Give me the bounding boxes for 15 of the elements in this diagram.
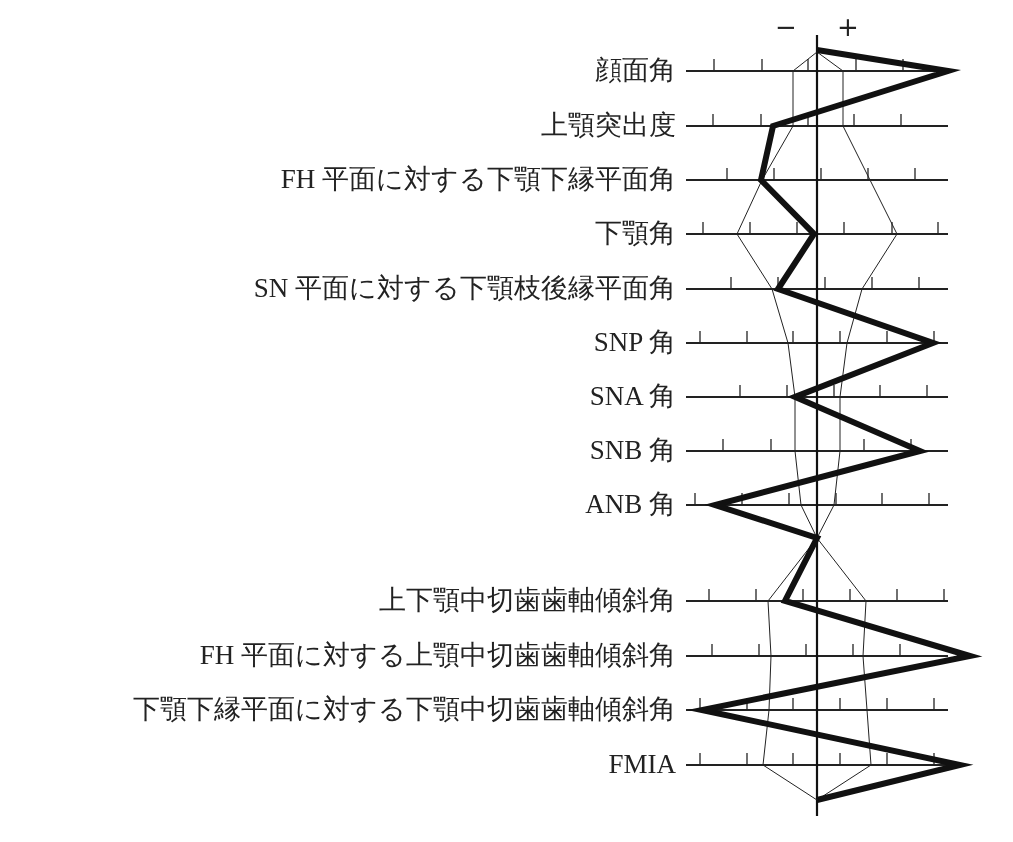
row-label: 上顎突出度 [541, 109, 676, 141]
minus-sign: − [774, 12, 798, 42]
row-label: SNP 角 [593, 326, 676, 358]
row-label: 顔面角 [595, 54, 676, 86]
row-label: 下顎下縁平面に対する下顎中切歯歯軸傾斜角 [133, 693, 676, 725]
row-label: 下顎角 [595, 217, 676, 249]
row-label: SNB 角 [589, 434, 676, 466]
row-label: FH 平面に対する下顎下縁平面角 [280, 163, 676, 195]
plus-sign: + [836, 12, 860, 42]
row-label: FMIA [608, 748, 676, 780]
row-label: 上下顎中切歯歯軸傾斜角 [379, 584, 676, 616]
row-label: ANB 角 [585, 488, 676, 520]
row-label: FH 平面に対する上顎中切歯歯軸傾斜角 [199, 639, 676, 671]
row-label: SNA 角 [589, 380, 676, 412]
row-label: SN 平面に対する下顎枝後縁平面角 [253, 272, 676, 304]
